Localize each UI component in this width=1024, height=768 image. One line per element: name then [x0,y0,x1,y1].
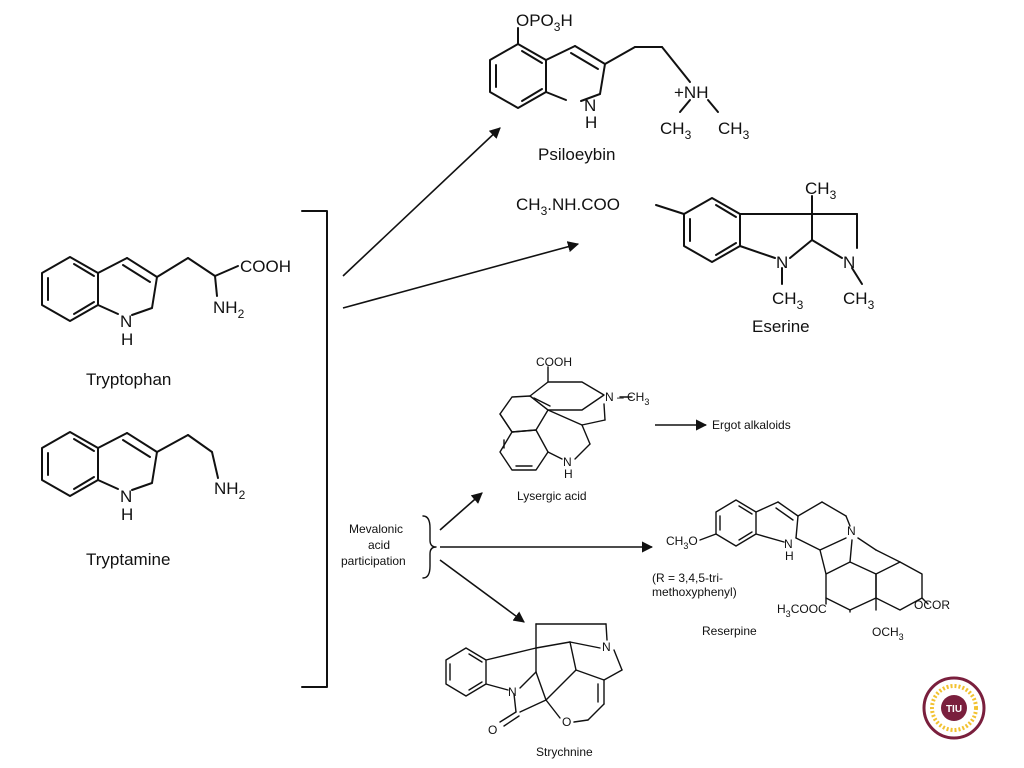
psiloeybin-opo-sub: 3 [554,20,561,34]
svg-text:CH3.NH.COO: CH3.NH.COO [516,195,620,218]
svg-text:OCH3: OCH3 [872,625,904,642]
eserine-ch3-b-sub: 3 [868,298,875,312]
psiloeybin-ch3-b-sub: 3 [743,128,750,142]
mevalonic-line-2: acid [368,538,390,552]
psiloeybin-nh-plus: +NH [674,83,708,102]
eserine-ester-sub: 3 [541,204,548,218]
mevalonic-line-1: Mevalonic [349,522,403,536]
svg-text:NH2: NH2 [214,479,246,502]
reserpine-h: H [785,549,794,563]
psiloeybin-ch3-b: CH [718,119,743,138]
logo-inner-disc [941,695,967,721]
eserine-structure: CH3.NH.COO CH3 N N CH3 CH3 [516,179,875,312]
tryptophan-label: Tryptophan [86,370,171,389]
svg-text:NH2: NH2 [213,298,245,321]
eserine-ester-ch: CH [516,195,541,214]
strychnine-n1: N [508,685,517,699]
arrow-to-psiloeybin [342,127,501,277]
tryptamine-structure: N H NH2 [41,431,246,524]
lysergic-acid-label: Lysergic acid [517,489,587,503]
strychnine-structure: N N O O [445,623,623,737]
lysergic-acid-structure: COOH N – CH3 N H [499,355,649,481]
reserpine-ester-h: H [777,602,786,616]
tryptamine-nh2: NH [214,479,239,498]
lysergic-nh: N [563,455,572,469]
logo-text: TIU [946,704,962,715]
psiloeybin-opo-h: H [560,11,572,30]
eserine-ch3-top: CH [805,179,830,198]
svg-text:CH3: CH3 [805,179,837,202]
large-bracket [301,210,328,688]
reserpine-structure: CH3O N H N H3COOC OCOR OCH3 [666,499,950,642]
reserpine-ester-cooc: COOC [791,602,827,616]
tryptamine-h: H [121,505,133,524]
eserine-n2: N [843,253,855,272]
svg-text:– CH3: – CH3 [617,390,649,407]
tryptophan-nh2-sub: 2 [238,307,245,321]
mevalonic-brace [422,515,437,579]
psiloeybin-opo: OPO [516,11,554,30]
tryptophan-n: N [120,312,132,331]
eserine-ch3-b: CH [843,289,868,308]
reserpine-r-note-1: (R = 3,4,5-tri- [652,571,723,585]
eserine-ch3-top-sub: 3 [830,188,837,202]
psiloeybin-label: Psiloeybin [538,145,616,164]
tryptamine-label: Tryptamine [86,550,170,569]
strychnine-o-carbonyl: O [488,723,497,737]
mevalonic-line-3: participation [341,554,406,568]
tryptophan-nh2: NH [213,298,238,317]
logo-sun-rays [930,684,978,732]
lysergic-nme: – CH [617,390,644,404]
reserpine-r-note-2: methoxyphenyl) [652,585,737,599]
reserpine-ch3o-sub: 3 [683,541,688,551]
lysergic-cooh: COOH [536,355,572,369]
reserpine-label: Reserpine [702,624,757,638]
svg-text:H3COOC: H3COOC [777,602,827,619]
lysergic-h: H [564,467,573,481]
arrow-to-eserine [342,241,580,309]
svg-text:CH3O: CH3O [666,534,698,551]
psiloeybin-ch3-a: CH [660,119,685,138]
tryptophan-cooh: COOH [240,257,291,276]
arrow-to-lysergic [439,492,483,531]
reserpine-nh: N [784,537,793,551]
reserpine-n: N [847,524,856,538]
arrow-to-strychnine [439,559,525,623]
strychnine-n2: N [602,640,611,654]
reserpine-ch3o-ch: CH [666,534,683,548]
psiloeybin-h: H [585,113,597,132]
tryptamine-nh2-sub: 2 [239,488,246,502]
university-logo: TIU [922,676,986,740]
svg-text:OPO3H: OPO3H [516,11,573,34]
svg-text:CH3: CH3 [660,119,692,142]
reserpine-ocor: OCOR [914,598,950,612]
ergot-alkaloids-label: Ergot alkaloids [712,418,791,432]
svg-text:CH3: CH3 [843,289,875,312]
eserine-ester-rest: .NH.COO [547,195,620,214]
svg-text:CH3: CH3 [772,289,804,312]
tryptophan-structure: N H COOH NH2 [41,256,291,349]
strychnine-o-ring: O [562,715,571,729]
psiloeybin-structure: OPO3H N H +NH CH3 CH3 [489,11,750,142]
eserine-n1: N [776,253,788,272]
eserine-ch3-a-sub: 3 [797,298,804,312]
lysergic-nme-sub: 3 [644,397,649,407]
reserpine-och3: OCH [872,625,899,639]
tryptamine-n: N [120,487,132,506]
eserine-label: Eserine [752,317,810,336]
psiloeybin-ch3-a-sub: 3 [685,128,692,142]
reserpine-ch3o-o: O [688,534,697,548]
reserpine-och3-sub: 3 [899,632,904,642]
strychnine-label: Strychnine [536,745,593,759]
svg-text:CH3: CH3 [718,119,750,142]
reserpine-ester-sub: 3 [786,609,791,619]
eserine-ch3-a: CH [772,289,797,308]
lysergic-n: N [605,390,614,404]
tryptophan-h: H [121,330,133,349]
psiloeybin-n: N [584,96,596,115]
